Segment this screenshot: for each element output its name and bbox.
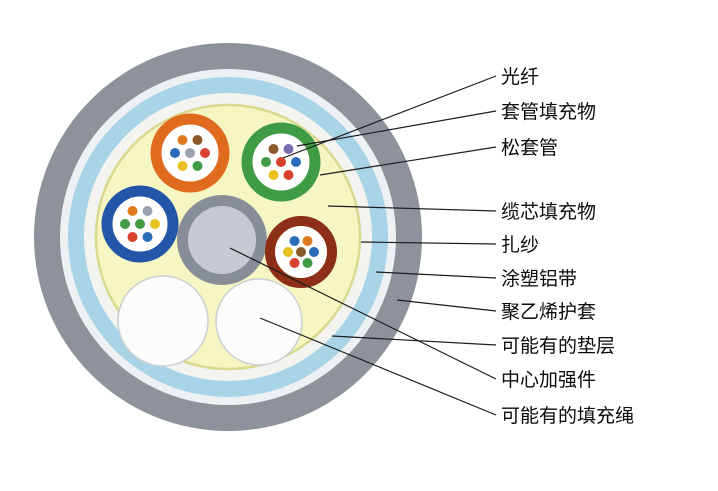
label-filler-rope: 可能有的填充绳: [501, 405, 634, 427]
fiber-dot: [291, 157, 301, 167]
fiber-dot: [142, 232, 153, 242]
fiber-dot: [185, 148, 195, 158]
label-aluminum-tape: 涂塑铝带: [501, 268, 577, 290]
loose-tube-orange: [150, 113, 230, 193]
label-binding-yarn: 扎纱: [501, 234, 539, 256]
binding-yarn-ring: [94, 103, 362, 371]
label-optical-fiber: 光纤: [501, 66, 539, 88]
label-central-strength-member: 中心加强件: [501, 369, 596, 391]
loose-tube-blue: [101, 185, 179, 263]
fiber-dot: [177, 135, 188, 145]
fiber-dot: [192, 135, 203, 145]
leader-line-pe-sheath: [396, 299, 497, 312]
label-pe-sheath: 聚乙烯护套: [501, 301, 596, 323]
fiber-dot: [268, 144, 279, 154]
fiber-dot: [170, 148, 180, 158]
leader-line-binding-yarn: [360, 241, 497, 245]
filler-rope-left: [117, 275, 209, 367]
leader-line-core-filler: [327, 205, 497, 212]
fiber-dot: [283, 247, 293, 257]
label-loose-tube: 松套管: [501, 137, 558, 159]
fiber-dot: [289, 258, 300, 268]
loose-tube-green: [241, 122, 321, 202]
fiber-dot: [142, 206, 153, 216]
fiber-dot: [302, 258, 313, 268]
fiber-dot: [127, 206, 138, 216]
fiber-dot: [283, 170, 294, 180]
leader-line-aluminum-tape: [375, 271, 497, 279]
fiber-dot: [135, 219, 145, 229]
fiber-dot: [302, 236, 313, 246]
leader-line-loose-tube: [319, 146, 497, 176]
leader-line-filler-rope: [259, 317, 497, 416]
fiber-dot: [150, 219, 160, 229]
filler-rope-right: [215, 278, 303, 366]
fiber-dot: [268, 170, 279, 180]
leader-line-tube-filler: [296, 110, 497, 147]
fiber-dot: [192, 161, 203, 171]
fiber-dot: [283, 144, 294, 154]
fiber-dot: [200, 148, 210, 158]
leader-line-central-strength-member: [229, 247, 497, 380]
loose-tube-brown: [265, 216, 337, 288]
fiber-dot: [261, 157, 271, 167]
label-tube-filler: 套管填充物: [501, 101, 596, 123]
label-core-filler: 缆芯填充物: [501, 201, 596, 223]
leader-line-cushion-layer: [331, 335, 497, 346]
fiber-dot: [127, 232, 138, 242]
fiber-dot: [289, 236, 300, 246]
central-strength-member-inner: [188, 206, 256, 274]
fiber-dot: [309, 247, 319, 257]
label-cushion-layer: 可能有的垫层: [501, 335, 615, 357]
fiber-dot: [177, 161, 188, 171]
fiber-dot: [276, 157, 286, 167]
fiber-dot: [120, 219, 130, 229]
fiber-dot: [296, 247, 306, 257]
leader-line-optical-fiber: [282, 75, 497, 159]
